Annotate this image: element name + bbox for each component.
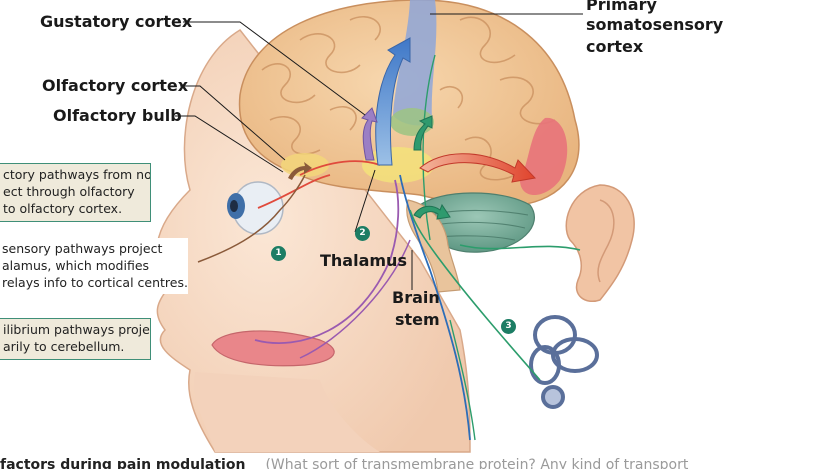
- step-badge-2: 2: [355, 226, 370, 241]
- olfactory-bulb-label: Olfactory bulb: [53, 106, 182, 125]
- callout-sensory-line: sensory pathways project: [2, 241, 163, 256]
- step-badge-3: 3: [501, 319, 516, 334]
- somatosensory-label-1: Primary: [586, 0, 657, 14]
- brain-stem-label-1: Brain: [392, 288, 440, 307]
- footer-gray-text: (What sort of transmembrane protein? Any…: [265, 457, 689, 469]
- footer-bold-text: factors during pain modulation: [0, 457, 246, 469]
- callout-olfactory-line: ect through olfactory: [3, 184, 135, 199]
- callout-sensory-line: relays info to cortical centres.: [2, 275, 188, 290]
- leader-lines: [175, 13, 583, 290]
- inner-ear: [529, 315, 599, 409]
- footer-text: factors during pain modulation (What sort…: [0, 452, 827, 469]
- nerve-pathways: [197, 54, 581, 441]
- callout-sensory-line: alamus, which modifies: [2, 258, 150, 273]
- gustatory-cortex-label: Gustatory cortex: [40, 12, 193, 31]
- somatosensory-band: [393, 0, 437, 126]
- somatosensory-label-2: somatosensory: [586, 15, 724, 34]
- olfactory-cortex-label: Olfactory cortex: [42, 76, 189, 95]
- somatosensory-label-3: cortex: [586, 37, 644, 56]
- callout-olfactory-line: ctory pathways from nose: [3, 167, 151, 182]
- projection-arrows: [288, 37, 537, 220]
- step-badge-1: 1: [271, 246, 286, 261]
- callout-equilibrium-line: arily to cerebellum.: [3, 339, 125, 354]
- brain-stem-label-2: stem: [395, 310, 440, 329]
- callout-equilibrium: ilibrium pathways project arily to cereb…: [0, 318, 151, 360]
- neck: [194, 372, 380, 452]
- thalamus-label: Thalamus: [320, 251, 407, 270]
- callout-olfactory: ctory pathways from nose ect through olf…: [0, 163, 151, 222]
- ear: [565, 184, 635, 302]
- callout-sensory: sensory pathways project alamus, which m…: [0, 238, 188, 294]
- callout-olfactory-line: to olfactory cortex.: [3, 201, 123, 216]
- callout-equilibrium-line: ilibrium pathways project: [3, 322, 151, 337]
